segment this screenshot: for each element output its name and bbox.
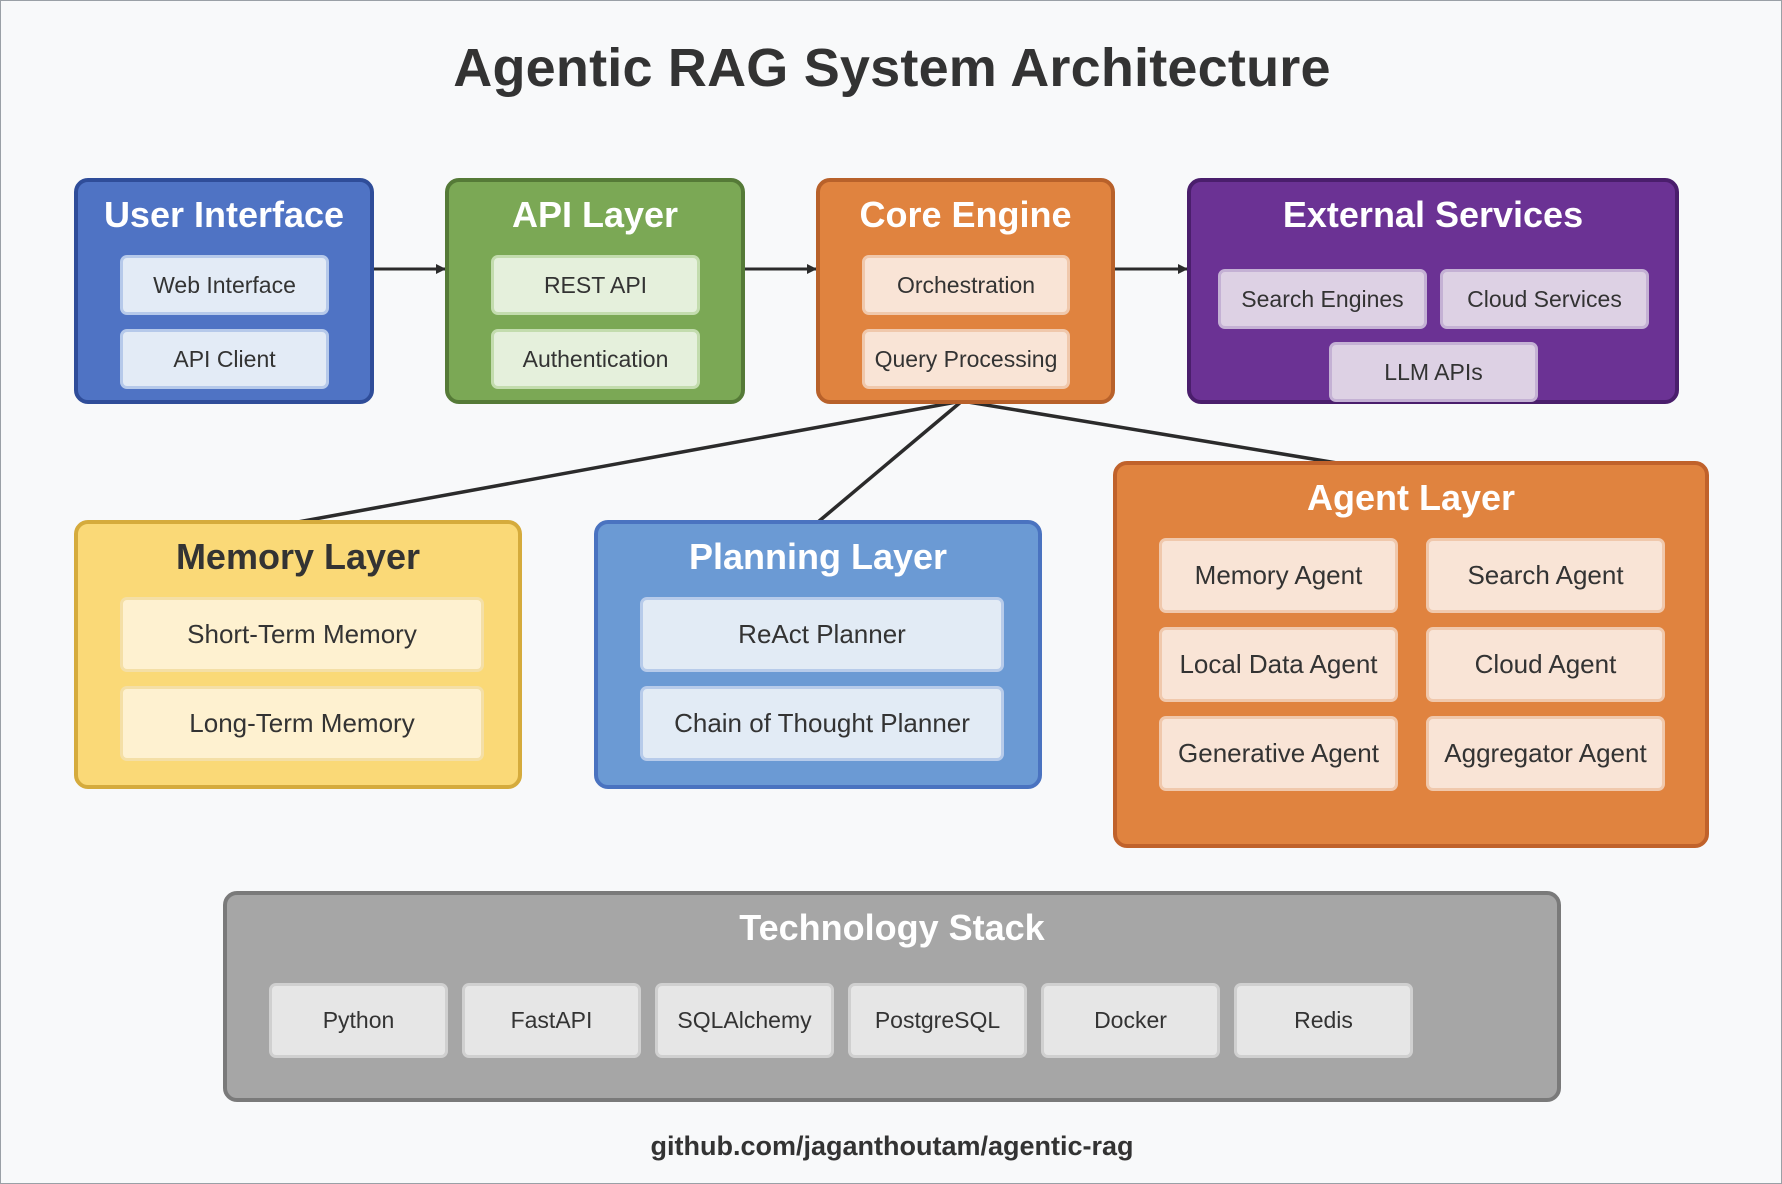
api-layer: API Layer REST API Authentication: [445, 178, 745, 404]
line-core-to-planning: [816, 399, 964, 524]
component-generative-agent: Generative Agent: [1159, 716, 1398, 791]
layer-title: External Services: [1282, 194, 1584, 235]
layer-title: Agent Layer: [1306, 477, 1516, 518]
line-core-to-agent: [961, 399, 1338, 465]
component-llm-apis: LLM APIs: [1329, 342, 1538, 402]
component-authentication: Authentication: [491, 329, 700, 389]
agent-layer: Agent Layer Memory Agent Search Agent Lo…: [1113, 461, 1709, 848]
component-long-term-memory: Long-Term Memory: [120, 686, 484, 761]
layer-title: Memory Layer: [175, 536, 421, 577]
component-orchestration: Orchestration: [862, 255, 1070, 315]
tech-redis: Redis: [1234, 983, 1413, 1058]
component-aggregator-agent: Aggregator Agent: [1426, 716, 1665, 791]
tech-python: Python: [269, 983, 448, 1058]
tech-fastapi: FastAPI: [462, 983, 641, 1058]
component-short-term-memory: Short-Term Memory: [120, 597, 484, 672]
memory-layer: Memory Layer Short-Term Memory Long-Term…: [74, 520, 522, 789]
layer-title: Technology Stack: [739, 907, 1045, 948]
external-services-layer: External Services Search Engines Cloud S…: [1187, 178, 1679, 404]
component-react-planner: ReAct Planner: [640, 597, 1004, 672]
diagram-title: Agentic RAG System Architecture: [453, 38, 1331, 98]
component-memory-agent: Memory Agent: [1159, 538, 1398, 613]
technology-stack-layer: Technology Stack Python FastAPI SQLAlche…: [223, 891, 1561, 1102]
layer-title: User Interface: [103, 194, 345, 235]
component-cloud-agent: Cloud Agent: [1426, 627, 1665, 702]
component-api-client: API Client: [120, 329, 329, 389]
component-cloud-services: Cloud Services: [1440, 269, 1649, 329]
component-chain-of-thought-planner: Chain of Thought Planner: [640, 686, 1004, 761]
planning-layer: Planning Layer ReAct Planner Chain of Th…: [594, 520, 1042, 789]
tech-sqlalchemy: SQLAlchemy: [655, 983, 834, 1058]
tech-postgresql: PostgreSQL: [848, 983, 1027, 1058]
tech-docker: Docker: [1041, 983, 1220, 1058]
component-rest-api: REST API: [491, 255, 700, 315]
layer-title: Core Engine: [859, 194, 1072, 235]
layer-title: Planning Layer: [688, 536, 948, 577]
layer-title: API Layer: [511, 194, 679, 235]
component-search-engines: Search Engines: [1218, 269, 1427, 329]
user-interface-layer: User Interface Web Interface API Client: [74, 178, 374, 404]
repository-link[interactable]: github.com/jaganthoutam/agentic-rag: [650, 1131, 1134, 1161]
component-search-agent: Search Agent: [1426, 538, 1665, 613]
component-local-data-agent: Local Data Agent: [1159, 627, 1398, 702]
component-web-interface: Web Interface: [120, 255, 329, 315]
component-query-processing: Query Processing: [862, 329, 1070, 389]
line-core-to-memory: [297, 399, 963, 524]
core-engine-layer: Core Engine Orchestration Query Processi…: [816, 178, 1115, 404]
